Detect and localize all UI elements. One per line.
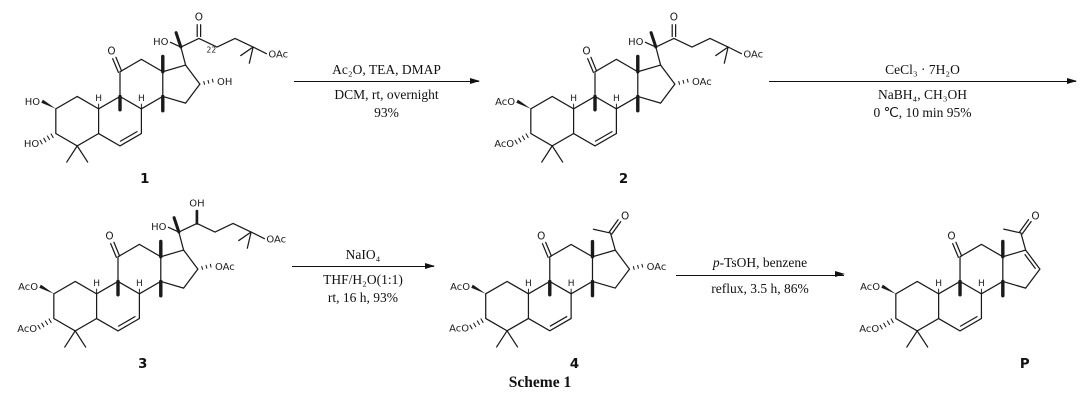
compound-p-c2-label: AcO xyxy=(860,282,880,293)
c16-c17-double-bond xyxy=(1024,253,1037,269)
compound-4-number: 4 xyxy=(570,356,579,370)
compound-2-c3-label: AcO xyxy=(494,138,514,149)
compound-1-c3-label: HO xyxy=(24,138,39,149)
reaction-arrow-2: CeCl₃ · 7H₂O NaBH₄, CH₃OH 0 ℃, 10 min 95… xyxy=(769,61,1077,122)
reaction-arrow-3: NaIO₄ THF/H₂O(1:1) rt, 16 h, 93% xyxy=(292,246,435,307)
arrow-1-line xyxy=(294,77,480,84)
compound-2-c16-label: OAc xyxy=(692,77,712,88)
reaction-2-reductant: NaBH₄, CH₃OH xyxy=(878,87,967,103)
scheme-row-2: OH AcO AcO OAc 3 NaIO₄ THF/H₂O(1:1) rt, … xyxy=(0,188,1080,372)
reaction-4-conditions-yield: reflux, 3.5 h, 86% xyxy=(711,281,809,296)
compound-3-structure: OH AcO AcO OAc 3 xyxy=(17,198,288,371)
reaction-3-yield: rt, 16 h, 93% xyxy=(327,289,399,305)
reaction-1-reagents: Ac₂O, TEA, DMAP xyxy=(332,61,441,77)
reagent-p-italic: p xyxy=(712,255,720,271)
reaction-2-conditions: NaBH₄, CH₃OH 0 ℃, 10 min 95% xyxy=(873,86,971,121)
reaction-4-reagent-rest: -TsOH, benzene xyxy=(719,255,808,271)
compound-3-number: 3 xyxy=(138,356,147,370)
reaction-arrow-1: Ac₂O, TEA, DMAP DCM, rt, overnight 93% xyxy=(294,61,480,122)
reaction-3-reagents: NaIO₄ xyxy=(345,246,381,262)
reaction-4-conditions: reflux, 3.5 h, 86% xyxy=(711,280,808,298)
reaction-2-reagents: CeCl₃ · 7H₂O xyxy=(885,61,960,77)
compound-1-c22-number-label: 22 xyxy=(207,45,217,54)
compound-4-c2-label: AcO xyxy=(450,281,470,292)
compound-3-c3-label: AcO xyxy=(17,323,37,334)
compound-4-c16-label: OAc xyxy=(647,262,667,273)
compound-1-c16-label: OH xyxy=(217,77,232,88)
compound-2-number: 2 xyxy=(619,171,628,185)
scheme-title: Scheme 1 xyxy=(508,374,572,391)
compound-1-number: 1 xyxy=(140,171,149,185)
compound-2-structure: AcO AcO OAc 2 xyxy=(494,10,765,186)
reaction-arrow-4: p-TsOH, benzene reflux, 3.5 h, 86% xyxy=(676,254,845,298)
compound-3-c22-oh-label: OH xyxy=(189,198,204,209)
compound-p-c3-label: AcO xyxy=(859,323,879,334)
compound-1-structure: HO HO OH 22 1 xyxy=(24,10,290,186)
reaction-1-solvent: DCM, rt, overnight xyxy=(334,87,439,103)
reaction-4-reagents: p-TsOH, benzene xyxy=(713,254,807,272)
compound-2-c2-label: AcO xyxy=(495,97,515,108)
arrow-4-line xyxy=(676,271,845,278)
arrow-3-line xyxy=(292,262,435,269)
scheme-row-1: HO HO OH 22 1 Ac₂O, TEA, DMAP DCM, rt, o… xyxy=(0,0,1080,188)
reaction-1-yield: 93% xyxy=(374,104,399,120)
reaction-2-temp-yield: 0 ℃, 10 min 95% xyxy=(873,104,972,120)
compound-4-c3-label: AcO xyxy=(449,323,469,334)
compound-3-c2-label: AcO xyxy=(18,282,38,293)
compound-p-number: P xyxy=(1020,356,1030,370)
reaction-1-conditions: DCM, rt, overnight 93% xyxy=(334,86,438,121)
reaction-3-solvent: THF/H₂O(1:1) xyxy=(323,272,403,288)
compound-3-c16-label: OAc xyxy=(215,262,235,273)
compound-1-c2-label: HO xyxy=(25,97,40,108)
compound-4-structure: AcO AcO OAc 4 xyxy=(449,209,667,371)
compound-p-structure: AcO AcO P xyxy=(859,209,1042,371)
arrow-2-line xyxy=(769,77,1077,84)
reaction-3-conditions: THF/H₂O(1:1) rt, 16 h, 93% xyxy=(323,271,403,306)
